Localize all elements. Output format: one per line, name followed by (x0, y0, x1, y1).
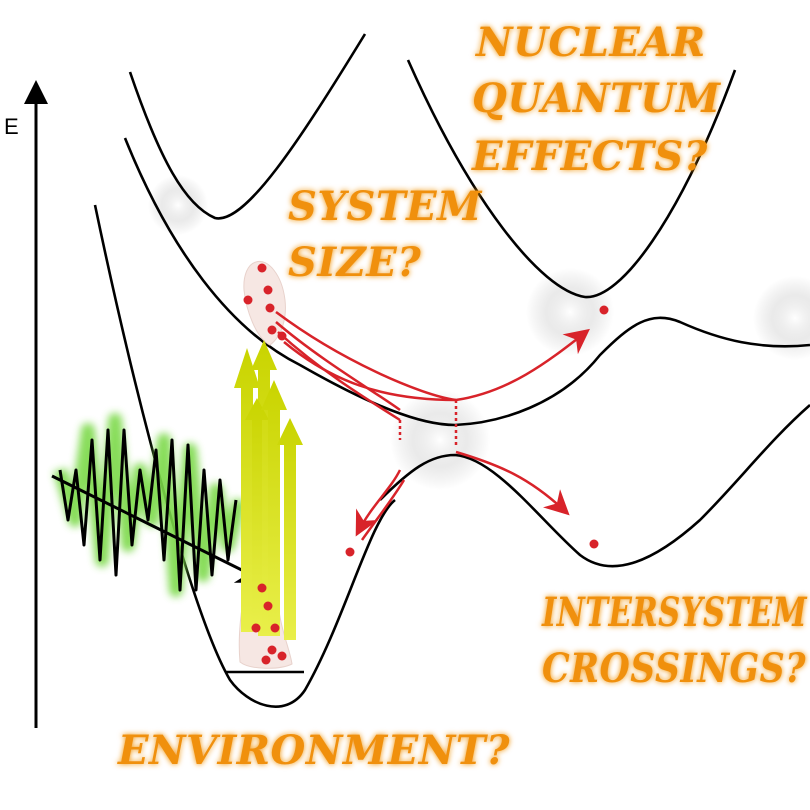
label-system-line1: SYSTEM (288, 183, 483, 230)
excitation-arrows (234, 340, 303, 640)
curve-lower-right (379, 404, 810, 568)
energy-axis-label: E (4, 114, 19, 139)
potential-curves (93, 33, 810, 708)
label-nuclear-line1: NUCLEAR (474, 19, 706, 66)
curve-ground (93, 204, 396, 708)
label-system-line2: SIZE? (288, 239, 421, 286)
curve-upper-right (406, 59, 737, 299)
label-nuclear-line2: QUANTUM (472, 75, 722, 122)
laser-pulse (51, 413, 268, 597)
energy-axis (24, 80, 48, 728)
label-isc-line1: INTERSYSTEM (541, 589, 808, 636)
label-environment: ENVIRONMENT? (117, 727, 510, 774)
label-isc-line2: CROSSINGS? (542, 645, 806, 692)
curve-upper-left (128, 33, 367, 220)
curve-middle (123, 137, 810, 427)
label-nuclear-line3: EFFECTS? (471, 133, 708, 180)
question-labels: NUCLEAR QUANTUM EFFECTS? SYSTEM SIZE? IN… (117, 19, 808, 774)
trajectory-arrows (275, 310, 590, 541)
particles (243, 263, 609, 665)
